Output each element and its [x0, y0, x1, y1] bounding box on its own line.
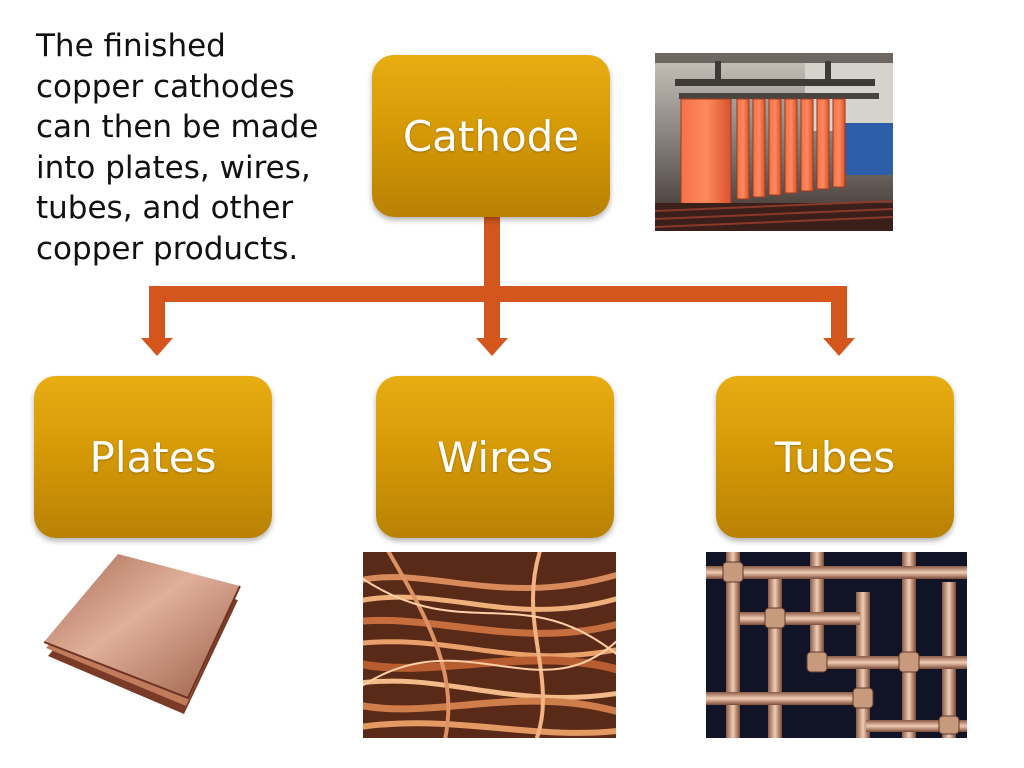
intro-text: The finished copper cathodes can then be… [36, 26, 356, 269]
intro-line: copper products. [36, 230, 299, 267]
intro-line: The finished [36, 28, 226, 64]
drop-line-tubes [831, 286, 847, 340]
plates-label: Plates [89, 432, 217, 482]
cathode-label: Cathode [402, 111, 580, 161]
tubes-label: Tubes [774, 432, 896, 482]
arrowhead-plates [141, 338, 173, 356]
tubes-box: Tubes [716, 376, 954, 538]
copper-cathode-plates-photo [655, 53, 893, 231]
drop-line-wires [484, 286, 500, 340]
arrowhead-wires [476, 338, 508, 356]
trunk-line [484, 216, 500, 294]
wires-label: Wires [436, 432, 554, 482]
intro-line: into plates, wires, [36, 149, 311, 186]
intro-line: copper cathodes [36, 68, 295, 105]
copper-pipe-assembly-photo [706, 552, 967, 738]
cathode-box: Cathode [372, 55, 610, 217]
arrowhead-tubes [823, 338, 855, 356]
copper-sheets-photo [38, 548, 246, 718]
copper-wire-bundle-photo [363, 552, 616, 738]
intro-line: can then be made [36, 109, 319, 145]
plates-box: Plates [34, 376, 272, 538]
wires-box: Wires [376, 376, 614, 538]
intro-line: tubes, and other [36, 190, 294, 226]
drop-line-plates [149, 286, 165, 340]
